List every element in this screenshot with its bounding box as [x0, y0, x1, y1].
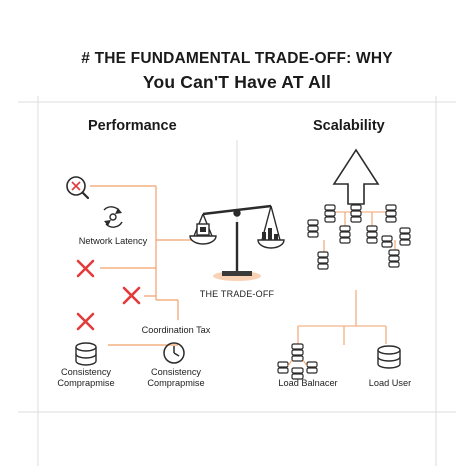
- server-stack-icon: [339, 225, 351, 244]
- server-stack-icon: [324, 204, 336, 223]
- server-stack-icon: [350, 204, 362, 223]
- section-title-scalability: Scalability: [313, 118, 385, 134]
- page-title-line1: # THE FUNDAMENTAL TRADE-OFF: WHY: [81, 50, 393, 67]
- lb-links: [287, 359, 308, 367]
- server-stack-icon: [291, 367, 304, 380]
- server-stack-icon: [277, 361, 289, 374]
- label-consistency-compromise-right: Consistency Comprapmise: [147, 367, 205, 388]
- guide-lines: [18, 96, 456, 466]
- server-cluster: [297, 211, 396, 355]
- balance-scale-icon: [189, 204, 285, 281]
- server-stack-icons: [277, 204, 411, 380]
- label-load-user: Load User: [368, 378, 412, 388]
- refresh-cycle-icon: [103, 206, 123, 228]
- cross-icons: [76, 259, 141, 331]
- cross-icon: [76, 312, 95, 331]
- server-stack-icon: [388, 249, 400, 268]
- server-stack-icon: [307, 219, 319, 238]
- page-title-line2: You Can'T Have AT All: [142, 72, 332, 92]
- label-coordination-tax: Coordination Tax: [141, 325, 211, 335]
- label-consistency-compromise-left: Consistency Comprapmise: [57, 367, 115, 388]
- server-stack-icon: [385, 204, 397, 223]
- clock-icon: [163, 342, 185, 364]
- label-network-latency: Network Latency: [78, 236, 148, 246]
- magnifier-x-icon: [66, 176, 90, 200]
- server-stack-icon: [366, 225, 378, 244]
- server-stack-icon: [306, 361, 318, 374]
- up-arrow-icon: [332, 148, 380, 205]
- server-stack-icon: [399, 227, 411, 246]
- label-trade-off: THE TRADE-OFF: [199, 289, 275, 299]
- left-connectors: [90, 185, 195, 346]
- server-stack-icon: [291, 343, 304, 362]
- server-stack-icon: [381, 235, 393, 248]
- database-icon: [75, 342, 97, 366]
- cross-icon: [122, 286, 141, 305]
- database-icon: [377, 345, 401, 369]
- server-stack-icon: [317, 251, 329, 270]
- label-load-balancer: Load Balnacer: [278, 378, 338, 388]
- cross-icon: [76, 259, 95, 278]
- section-title-performance: Performance: [88, 118, 177, 134]
